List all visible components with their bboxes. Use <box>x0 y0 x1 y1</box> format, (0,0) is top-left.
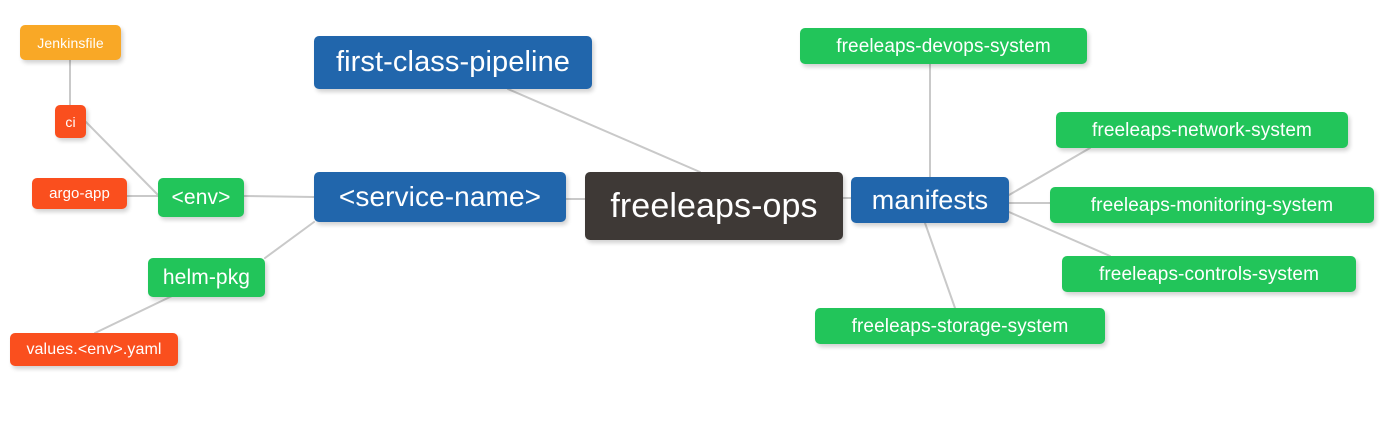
edge-service-name-to-helm-pkg <box>264 221 315 259</box>
node-label: freeleaps-controls-system <box>1098 263 1320 285</box>
mindmap-node-helm-pkg[interactable]: helm-pkg <box>148 258 265 297</box>
node-label: <service-name> <box>338 181 542 212</box>
mindmap-node-env[interactable]: <env> <box>158 178 244 217</box>
node-label: ci <box>65 113 76 130</box>
node-label: first-class-pipeline <box>335 46 571 78</box>
node-label: manifests <box>871 184 989 215</box>
node-label: values.<env>.yaml <box>26 340 162 358</box>
mindmap-node-first-class-pipeline[interactable]: first-class-pipeline <box>314 36 592 89</box>
mindmap-node-ci[interactable]: ci <box>55 105 86 138</box>
node-label: freeleaps-network-system <box>1092 119 1312 141</box>
node-label: helm-pkg <box>162 266 251 289</box>
node-label: freeleaps-storage-system <box>851 315 1069 337</box>
edge-manifests-to-freeleaps-storage-system <box>924 222 956 309</box>
mindmap-node-freeleaps-ops[interactable]: freeleaps-ops <box>585 172 843 240</box>
mindmap-node-service-name[interactable]: <service-name> <box>314 172 566 222</box>
node-label: freeleaps-monitoring-system <box>1090 194 1334 216</box>
node-label: argo-app <box>49 185 110 202</box>
edge-helm-pkg-to-values-yaml <box>94 295 173 334</box>
mindmap-node-freeleaps-devops-system[interactable]: freeleaps-devops-system <box>800 28 1087 64</box>
edge-first-class-pipeline-to-freeleaps-ops <box>507 88 701 173</box>
node-label: freeleaps-ops <box>610 187 818 225</box>
mindmap-node-freeleaps-controls-system[interactable]: freeleaps-controls-system <box>1062 256 1356 292</box>
node-label: Jenkinsfile <box>37 34 104 51</box>
mindmap-node-values-yaml[interactable]: values.<env>.yaml <box>10 333 178 366</box>
mindmap-node-manifests[interactable]: manifests <box>851 177 1009 223</box>
node-label: <env> <box>171 186 231 209</box>
mindmap-node-freeleaps-storage-system[interactable]: freeleaps-storage-system <box>815 308 1105 344</box>
edge-env-to-service-name <box>243 195 315 198</box>
mindmap-node-freeleaps-network-system[interactable]: freeleaps-network-system <box>1056 112 1348 148</box>
mindmap-node-freeleaps-monitoring-system[interactable]: freeleaps-monitoring-system <box>1050 187 1374 223</box>
mindmap-node-jenkinsfile[interactable]: Jenkinsfile <box>20 25 121 60</box>
mindmap-node-argo-app[interactable]: argo-app <box>32 178 127 209</box>
node-label: freeleaps-devops-system <box>836 35 1051 57</box>
